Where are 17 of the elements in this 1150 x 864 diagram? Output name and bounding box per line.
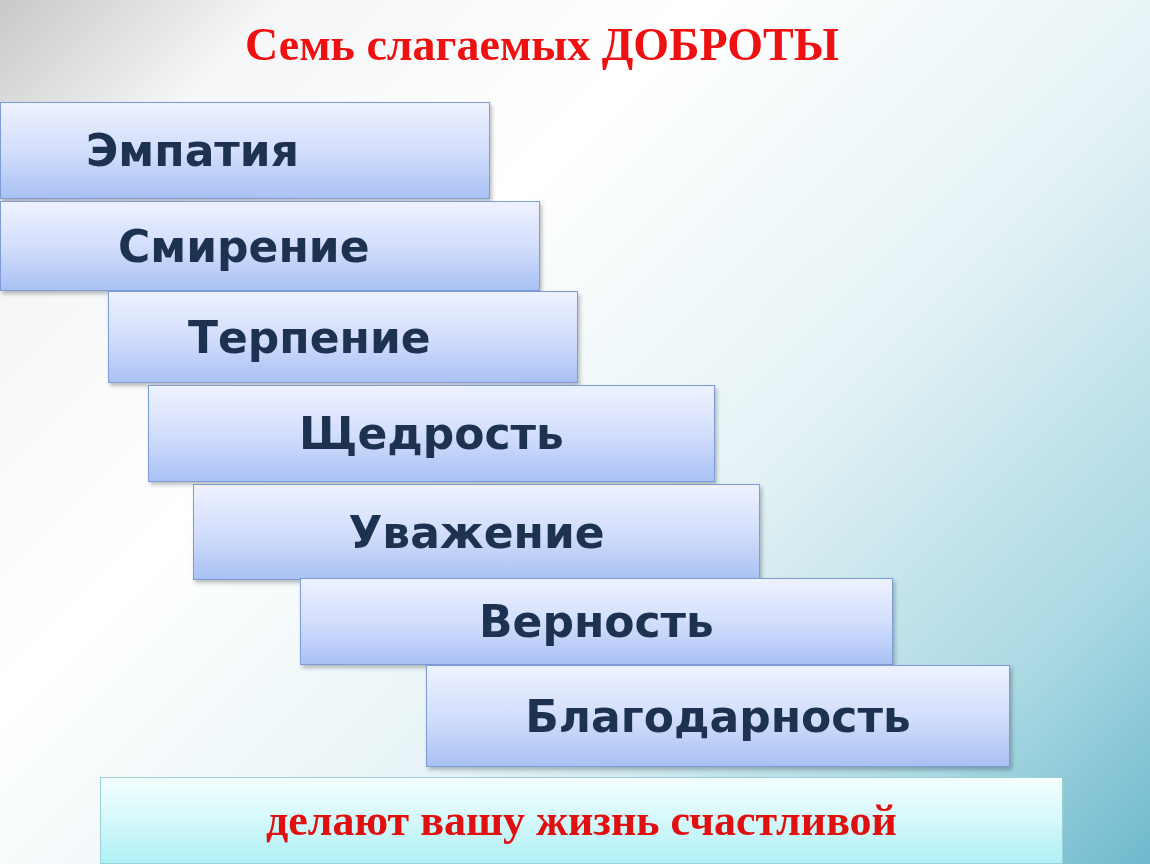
step-label: Терпение xyxy=(188,311,431,363)
conclusion-text: делают вашу жизнь счастливой xyxy=(266,795,897,846)
step-label: Смирение xyxy=(118,220,370,272)
step-box xyxy=(300,578,893,665)
conclusion-box xyxy=(100,777,1063,864)
step-label: Эмпатия xyxy=(86,125,299,176)
title: Семь слагаемых ДОБРОТЫ xyxy=(244,18,840,71)
step-box xyxy=(193,484,760,580)
step-box xyxy=(108,291,578,383)
step-box xyxy=(0,102,490,199)
step-box xyxy=(0,201,540,291)
step-label: Уважение xyxy=(348,506,605,558)
step-label: Щедрость xyxy=(299,408,564,459)
step-box xyxy=(426,665,1010,767)
step-label: Благодарность xyxy=(525,690,911,742)
step-box xyxy=(148,385,715,482)
step-label: Верность xyxy=(479,596,714,647)
